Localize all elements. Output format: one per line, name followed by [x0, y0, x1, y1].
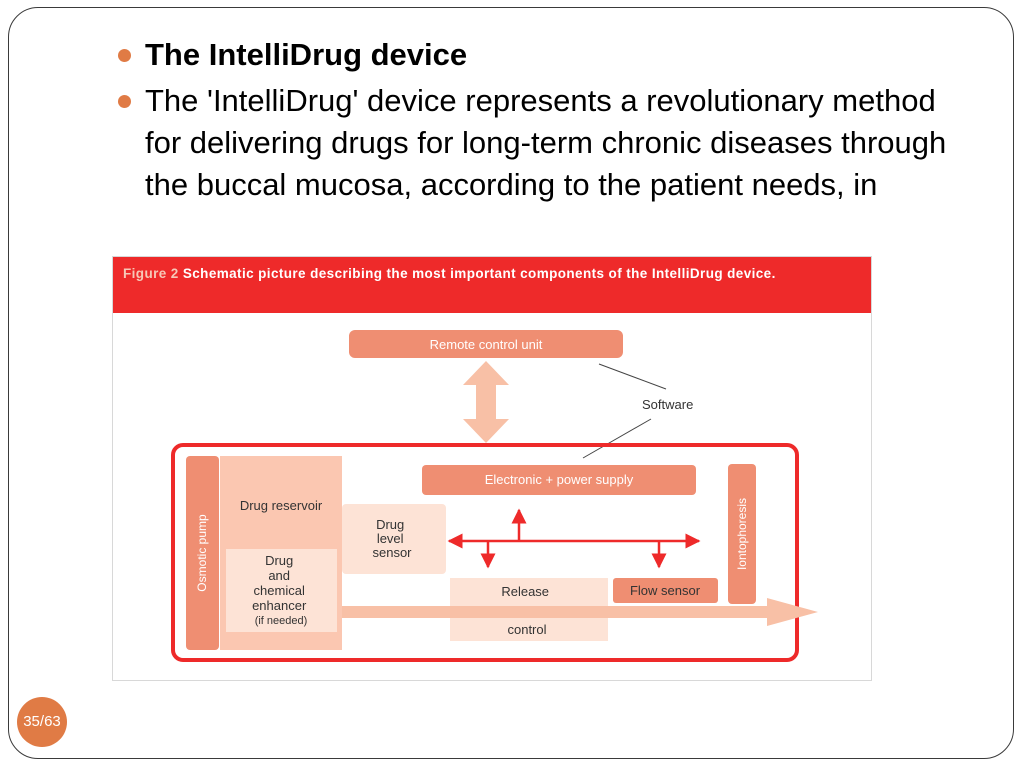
drug-level-sensor-line: Drug: [376, 517, 404, 532]
power-supply-label: Electronic + power supply: [485, 472, 634, 487]
drug-level-sensor-line: sensor: [372, 545, 412, 560]
osmotic-pump-box: [186, 456, 219, 650]
page-number-badge: 35/63: [17, 697, 67, 747]
device-outline: [171, 443, 799, 662]
bullet-dot-icon: [118, 49, 131, 62]
bullet-body-text: The 'IntelliDrug' device represents a re…: [145, 83, 947, 202]
drug-enhancer-line: (if needed): [255, 615, 308, 627]
drug-level-sensor-box: [342, 504, 446, 574]
flow-sensor-label: Flow sensor: [630, 583, 701, 598]
slide-frame: [8, 7, 1014, 759]
release-control-line: Release: [501, 584, 549, 599]
drug-enhancer-line: and: [268, 568, 290, 583]
flow-sensor-box: [613, 578, 718, 603]
device-schematic: Remote control unit Software Osmotic pum…: [171, 330, 818, 662]
bullet-dot-icon: [118, 95, 131, 108]
drug-reservoir-label: Drug reservoir: [240, 498, 323, 513]
drug-enhancer-line: Drug: [265, 553, 293, 568]
bullet-heading: The IntelliDrug device: [118, 34, 978, 76]
drug-enhancer-box: [226, 549, 337, 632]
drug-enhancer-line: enhancer: [252, 598, 307, 613]
flow-arrow-icon: [342, 598, 818, 626]
power-supply-box: [422, 465, 696, 495]
software-leader-line: [598, 363, 667, 390]
figure-caption: Schematic picture describing the most im…: [182, 266, 776, 281]
software-leader-line: [582, 418, 652, 459]
figure-label: Figure 2: [123, 266, 179, 281]
intellidrug-figure: Figure 2 Schematic picture describing th…: [112, 256, 872, 681]
software-label: Software: [642, 397, 693, 412]
iontophoresis-box: [728, 464, 756, 604]
release-control-label: Release control: [501, 584, 552, 637]
link-double-arrow-icon: [463, 361, 509, 443]
iontophoresis-label: Iontophoresis: [735, 498, 749, 570]
drug-enhancer-label: Drug and chemical enhancer (if needed): [252, 553, 310, 627]
bullet-list: The IntelliDrug device The 'IntelliDrug'…: [118, 34, 978, 296]
remote-control-unit-label: Remote control unit: [430, 337, 543, 352]
drug-level-sensor-line: level: [377, 531, 404, 546]
osmotic-pump-label: Osmotic pump: [195, 514, 209, 592]
release-control-line: control: [507, 622, 546, 637]
remote-control-unit-box: [349, 330, 623, 358]
drug-enhancer-line: chemical: [254, 583, 305, 598]
bullet-heading-text: The IntelliDrug device: [145, 37, 468, 72]
drug-level-sensor-label: Drug level sensor: [372, 517, 412, 560]
bullet-body: The 'IntelliDrug' device represents a re…: [118, 80, 978, 296]
figure-caption-bar: Figure 2 Schematic picture describing th…: [113, 257, 871, 313]
